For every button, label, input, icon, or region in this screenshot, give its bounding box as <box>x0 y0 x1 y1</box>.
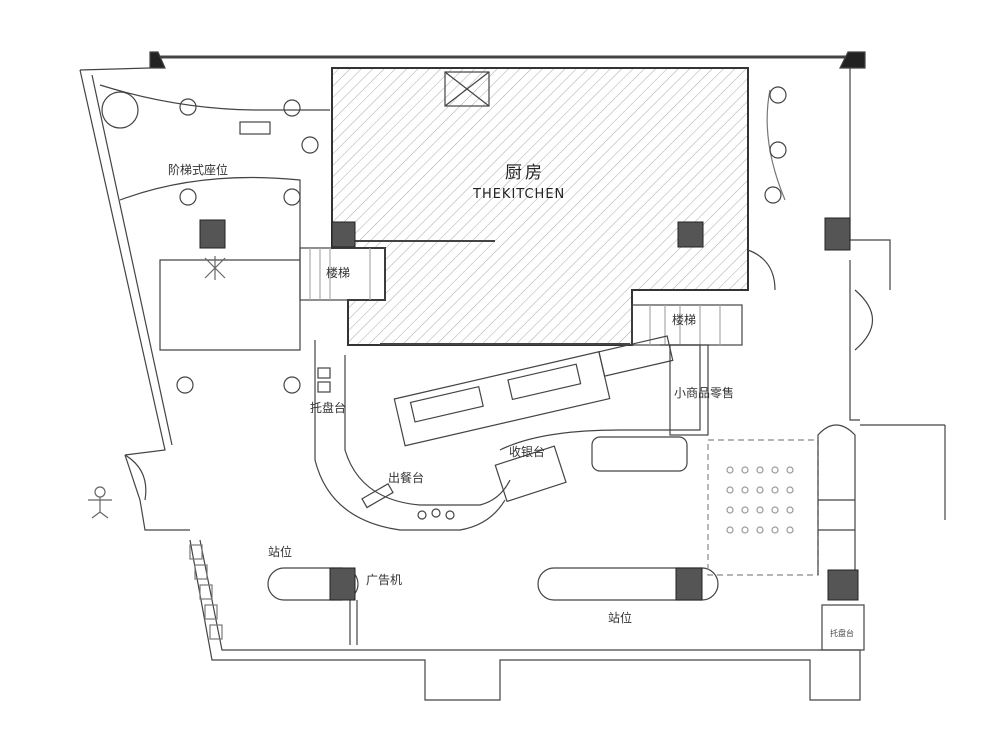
label-cashier: 收银台 <box>509 444 545 459</box>
pillar <box>677 221 704 248</box>
pillar <box>824 217 851 251</box>
kitchen-area <box>331 67 749 346</box>
left-wall <box>79 69 166 456</box>
pillar <box>331 221 356 248</box>
retail-shelf <box>669 344 709 436</box>
label-retail: 小商品零售 <box>674 385 734 400</box>
standing-table-left <box>267 567 359 601</box>
label-standing-right: 站位 <box>608 610 632 625</box>
display-counter <box>591 436 688 472</box>
label-kitchen-cn: 厨房 <box>505 163 545 183</box>
plant-icon <box>204 256 226 280</box>
standing-table-right <box>537 567 719 601</box>
label-stairs-right: 楼梯 <box>672 312 696 327</box>
pillar <box>199 219 226 249</box>
label-kitchen-en: THEKITCHEN <box>472 187 565 202</box>
person-icon <box>88 486 112 519</box>
label-tray-station-left: 托盘台 <box>310 400 346 415</box>
pillar <box>827 569 859 601</box>
column-top-left <box>149 51 166 69</box>
cashier-counter <box>494 445 567 503</box>
pillar <box>329 567 356 601</box>
column-top-right <box>839 51 866 69</box>
label-pickup-counter: 出餐台 <box>388 470 424 485</box>
label-ad-machine: 广告机 <box>366 573 402 587</box>
label-stairs-left: 楼梯 <box>326 265 350 280</box>
stairs-left-outline <box>299 247 386 301</box>
kitchen-hatch-opening <box>444 71 490 107</box>
label-tray-station-right: 托盘台 <box>830 628 854 638</box>
label-tiered-seating: 阶梯式座位 <box>168 162 228 177</box>
left-wall-top <box>79 67 151 71</box>
cooking-counter <box>393 335 674 447</box>
label-standing-left: 站位 <box>268 544 292 559</box>
pillar <box>675 567 703 601</box>
tray-station-right <box>821 604 865 651</box>
